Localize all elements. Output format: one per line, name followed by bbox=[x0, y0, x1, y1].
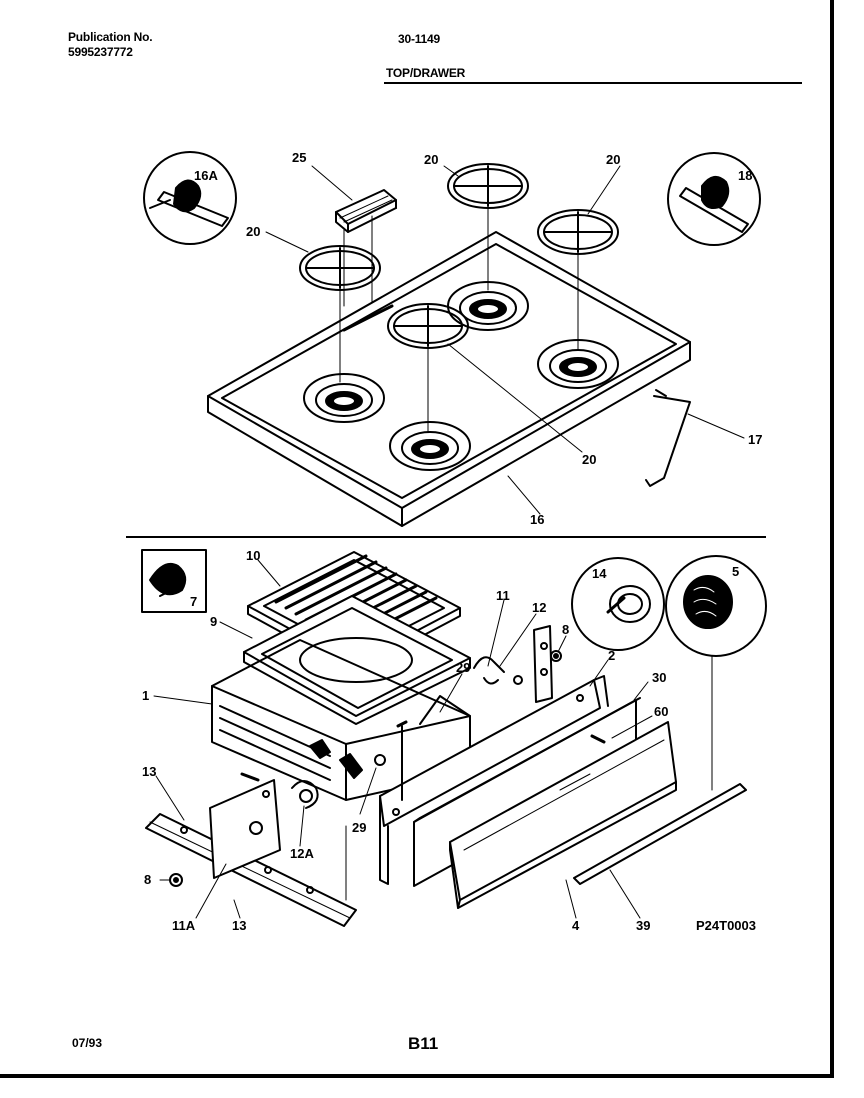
callout-11a: 11A bbox=[172, 918, 196, 933]
callout-16: 16 bbox=[530, 512, 544, 527]
callout-9-upper: 9 bbox=[210, 614, 217, 629]
callout-20-front: 20 bbox=[582, 452, 596, 467]
part-11-bracket bbox=[533, 625, 553, 703]
detail-circle-14 bbox=[571, 557, 665, 651]
revision-date: 07/93 bbox=[72, 1036, 103, 1050]
page-code: B11 bbox=[408, 1034, 439, 1053]
callout-12a: 12A bbox=[290, 846, 314, 861]
part-39-trim-strip bbox=[573, 655, 747, 885]
detail-circle-16a bbox=[143, 151, 237, 245]
part-17-wire-bracket bbox=[645, 389, 691, 487]
callout-39: 39 bbox=[636, 918, 650, 933]
callout-8-lower: 8 bbox=[144, 872, 151, 887]
callout-13-upper: 13 bbox=[142, 764, 156, 779]
publication-number: 5995237772 bbox=[68, 45, 133, 59]
part-2-drawer-front bbox=[379, 675, 609, 885]
part-12a-clip bbox=[291, 780, 319, 809]
grate-back-right bbox=[537, 209, 619, 351]
callout-18: 18 bbox=[738, 168, 752, 183]
detail-circle-5 bbox=[665, 555, 767, 657]
callout-7: 7 bbox=[190, 594, 197, 609]
page-frame-bottom bbox=[0, 1074, 834, 1078]
leader-lines-top bbox=[265, 165, 745, 515]
grate-front-center bbox=[387, 303, 469, 433]
part-25-burner-bracket bbox=[335, 189, 397, 307]
callout-20-back-right: 20 bbox=[606, 152, 620, 167]
callout-13-lower: 13 bbox=[232, 918, 246, 933]
part-9-broiler-pan bbox=[243, 595, 471, 725]
part-12-clip bbox=[473, 656, 523, 685]
callout-29-upper: 29 bbox=[456, 660, 470, 675]
header-rule bbox=[384, 82, 802, 84]
part-11a-rail-bracket bbox=[209, 779, 281, 879]
callout-25: 25 bbox=[292, 150, 306, 165]
detail-box-7 bbox=[141, 549, 207, 613]
section-divider-rule bbox=[126, 536, 766, 538]
callout-5: 5 bbox=[732, 564, 739, 579]
callout-4: 4 bbox=[572, 918, 580, 933]
part-screw-left bbox=[240, 772, 260, 782]
grate-left bbox=[299, 245, 381, 383]
publication-label: Publication No. bbox=[68, 30, 153, 44]
callout-14: 14 bbox=[592, 566, 607, 581]
page-frame-right bbox=[830, 0, 834, 1078]
part-8-nut-lower bbox=[169, 873, 183, 887]
callout-16a: 16A bbox=[194, 168, 218, 183]
part-4-drawer-outer-panel bbox=[449, 721, 677, 909]
model-number: 30-1149 bbox=[398, 32, 440, 46]
callout-8-upper: 8 bbox=[562, 622, 569, 637]
callout-11: 11 bbox=[496, 588, 510, 603]
callout-60: 60 bbox=[654, 704, 668, 719]
section-title: TOP/DRAWER bbox=[386, 66, 466, 80]
callout-17: 17 bbox=[748, 432, 762, 447]
cooktop-main-top bbox=[207, 231, 691, 527]
callout-2: 2 bbox=[608, 648, 615, 663]
callout-29-lower: 29 bbox=[352, 820, 366, 835]
callout-12: 12 bbox=[532, 600, 546, 615]
callout-20-left: 20 bbox=[246, 224, 260, 239]
callout-30: 30 bbox=[652, 670, 666, 685]
grate-back-center bbox=[447, 163, 529, 291]
part-60-screw bbox=[590, 734, 606, 744]
detail-circle-18 bbox=[667, 152, 761, 246]
callout-20-back-center: 20 bbox=[424, 152, 438, 167]
callout-10: 10 bbox=[246, 548, 260, 563]
leader-lines-bottom bbox=[153, 559, 653, 919]
drawing-reference-code: P24T0003 bbox=[696, 918, 756, 933]
callout-1: 1 bbox=[142, 688, 149, 703]
part-8-nut-upper bbox=[550, 650, 562, 662]
